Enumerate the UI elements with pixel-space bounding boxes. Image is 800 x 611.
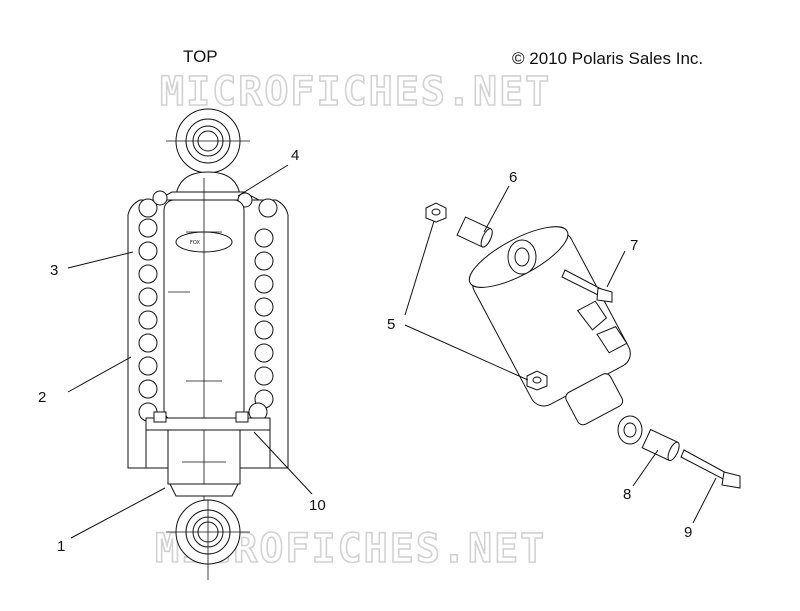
leader-lines [67,164,717,539]
nut-top [425,202,447,223]
body-marking: FOX [190,240,200,246]
shock-assembly-exploded: FOX [127,108,289,580]
callout-6: 6 [509,169,517,186]
bolt-top [561,269,613,303]
copyright-text: © 2010 Polaris Sales Inc. [512,49,703,68]
callout-4: 4 [291,147,299,164]
callout-1: 1 [57,538,65,555]
bolt-bottom [680,449,741,489]
callout-7: 7 [630,237,638,254]
spring-coils [138,190,278,422]
bushing-top [456,216,493,248]
callout-9: 9 [684,524,692,541]
shock-mounted-view [425,202,741,489]
shock-body: FOX [163,178,245,421]
callout-10: 10 [309,497,326,514]
callout-3: 3 [50,262,58,279]
bushing-bottom [641,428,680,462]
orientation-label: TOP [183,47,218,66]
callout-5: 5 [387,316,395,333]
callout-8: 8 [623,486,631,503]
watermark-top: MICROFICHES.NET [160,69,551,115]
top-eyelet [166,108,250,174]
bottom-eyelet [166,499,250,580]
bottom-spring-retainer [145,411,271,500]
nut-bottom [526,370,548,391]
callout-2: 2 [38,389,46,406]
